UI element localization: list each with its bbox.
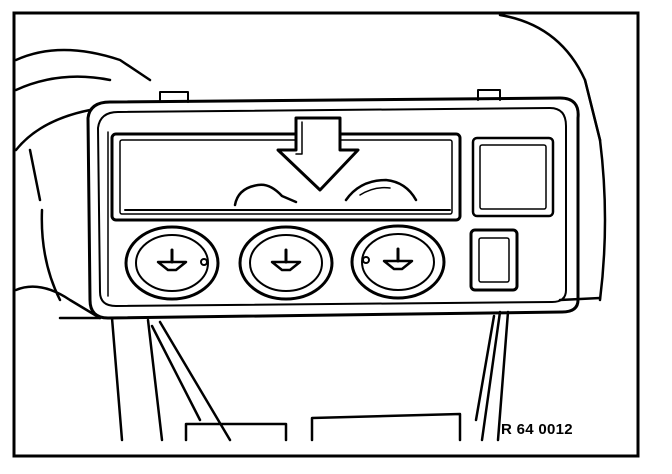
trim-panel [86, 96, 580, 320]
drawer-opening [110, 132, 462, 222]
figure-frame [12, 11, 640, 458]
panel-tabs [159, 89, 501, 103]
vent-right [350, 224, 446, 300]
switch-blank [471, 136, 555, 218]
lower-console [110, 310, 510, 442]
small-switch [469, 228, 519, 292]
vent-center [238, 225, 334, 301]
down-arrow-icon [276, 116, 360, 192]
vent-left [124, 225, 220, 301]
dashboard-outline [14, 13, 607, 320]
figure-label: R 64 0012 [501, 421, 573, 438]
